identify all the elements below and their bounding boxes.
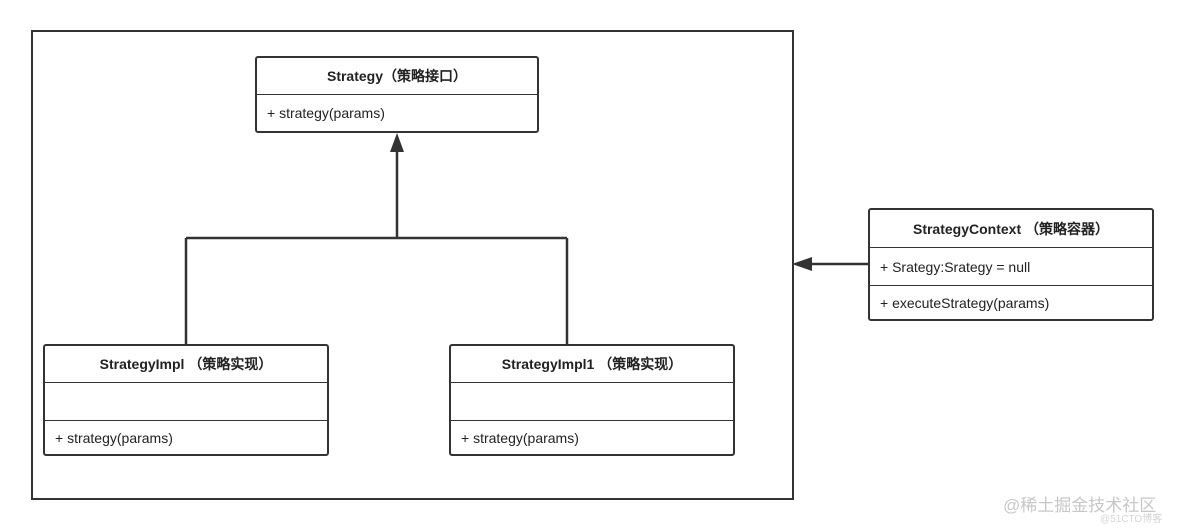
strategy-interface-operation: + strategy(params) — [267, 105, 385, 121]
strategy-impl1-title: StrategyImpl1 （策略实现） — [451, 346, 733, 383]
strategy-context-attribute: + Srategy:Srategy = null — [870, 248, 1152, 286]
strategy-context-box: StrategyContext （策略容器） + Srategy:Srategy… — [868, 208, 1154, 321]
strategy-impl-attributes — [45, 383, 327, 421]
watermark-subtext: @51CTO博客 — [1100, 514, 1163, 525]
module-frame — [31, 30, 794, 500]
watermark-text: @稀土掘金技术社区 — [1003, 496, 1157, 515]
strategy-context-operation: + executeStrategy(params) — [880, 294, 1050, 311]
strategy-interface-title: Strategy（策略接口） — [257, 58, 537, 95]
strategy-impl-box: StrategyImpl （策略实现） + strategy(params) — [43, 344, 329, 456]
strategy-impl1-box: StrategyImpl1 （策略实现） + strategy(params) — [449, 344, 735, 456]
association-arrowhead — [792, 257, 812, 271]
strategy-impl1-operation: + strategy(params) — [461, 429, 579, 446]
inheritance-arrowhead — [390, 133, 404, 152]
strategy-impl1-attributes — [451, 383, 733, 421]
strategy-impl-operation: + strategy(params) — [55, 429, 173, 446]
strategy-interface-box: Strategy（策略接口） + strategy(params) — [255, 56, 539, 133]
strategy-impl-title: StrategyImpl （策略实现） — [45, 346, 327, 383]
strategy-context-title: StrategyContext （策略容器） — [870, 210, 1152, 248]
